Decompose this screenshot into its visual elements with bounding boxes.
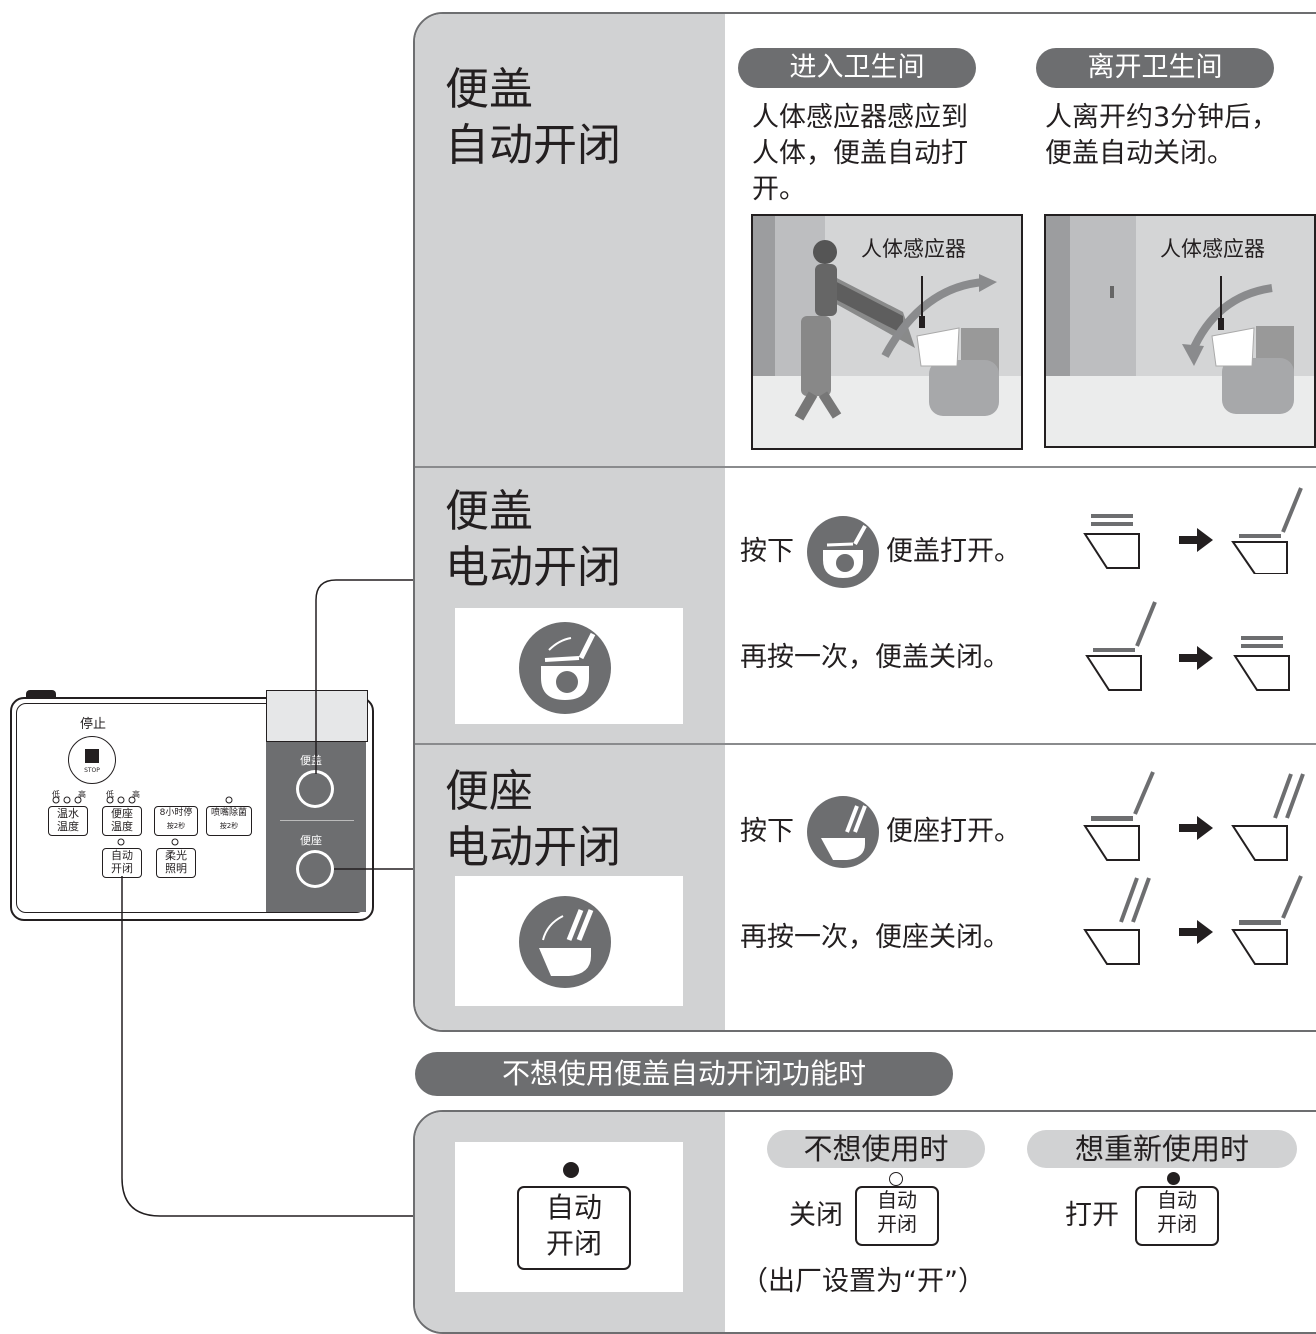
water-temp-label-1: 温水 — [57, 807, 79, 820]
on-label: 打开 — [1065, 1200, 1119, 1231]
seat-temp-label-2: 温度 — [111, 820, 133, 833]
timer-label-2: 按2秒 — [166, 822, 186, 830]
empty-room-illustration — [1046, 216, 1314, 446]
auto-key-label-1: 自动 — [111, 849, 133, 862]
enter-text-2: 人体，便盖自动打 — [752, 138, 968, 169]
nozzle-label-2: 按2秒 — [219, 822, 239, 830]
seat-low-label: 低 — [106, 790, 114, 799]
timer-button[interactable]: 8小时停 按2秒 — [154, 806, 198, 836]
factory-note: （出厂设置为“开”） — [741, 1266, 985, 1297]
enter-text-1: 人体感应器感应到 — [752, 102, 968, 133]
disable-panel: 自动 开闭 不想使用时 想重新使用时 关闭 自动 开闭 打开 自动 开闭 （出厂… — [413, 1110, 1316, 1334]
stop-label: 停止 — [80, 717, 107, 732]
leave-text-2: 便盖自动关闭。 — [1045, 138, 1234, 169]
nozzle-clean-button[interactable]: 喷嘴除菌 按2秒 — [206, 806, 252, 836]
seat-title-line1: 便座 — [445, 766, 533, 817]
seat-temp-button[interactable]: 便座 温度 — [102, 806, 142, 836]
auto-title-line1: 便盖 — [445, 64, 533, 115]
switch-off-example: 自动 开闭 — [855, 1186, 939, 1246]
water-high-label: 高 — [78, 790, 86, 799]
water-temp-button[interactable]: 温水 温度 — [48, 806, 88, 836]
remote-panel-divider — [280, 820, 354, 821]
on-pill: 想重新使用时 — [1027, 1130, 1297, 1168]
sensor-label-enter: 人体感应器 — [861, 237, 966, 261]
switch-off-label-1: 自动 — [877, 1188, 917, 1212]
sensor-label-leave: 人体感应器 — [1160, 237, 1265, 261]
seat-temp-label-1: 便座 — [111, 807, 133, 820]
switch-label-1: 自动 — [545, 1191, 602, 1224]
light-label-1: 柔光 — [165, 849, 187, 862]
indicator-on-dot — [563, 1162, 579, 1178]
stop-sub-label: STOP — [84, 767, 100, 774]
nozzle-label-1: 喷嘴除菌 — [210, 808, 247, 818]
lid-button-inline — [807, 516, 879, 588]
seat-button[interactable] — [519, 896, 611, 988]
switch-on-example: 自动 开闭 — [1135, 1186, 1219, 1246]
seat-button-inline — [807, 796, 879, 868]
auto-open-close-switch[interactable]: 自动 开闭 — [517, 1186, 631, 1270]
night-light-button[interactable]: 柔光 照明 — [156, 848, 196, 878]
seat-button-box — [455, 876, 683, 1006]
lid-title-line1: 便盖 — [445, 486, 533, 537]
seat-icon — [299, 853, 331, 885]
lid-open-text: 便盖打开。 — [886, 536, 1021, 567]
lid-title-line2: 电动开闭 — [445, 542, 621, 593]
off-pill: 不想使用时 — [767, 1130, 985, 1168]
auto-title-line2: 自动开闭 — [445, 120, 621, 171]
lid-button[interactable] — [519, 622, 611, 714]
auto-key-label-2: 开闭 — [111, 862, 133, 875]
stop-button[interactable]: STOP — [68, 736, 116, 784]
remote-seat-button[interactable] — [296, 850, 334, 888]
disable-auto-pill: 不想使用便盖自动开闭功能时 — [415, 1052, 953, 1096]
enter-restroom-pill: 进入卫生间 — [738, 48, 976, 88]
switch-on-label-2: 开闭 — [1157, 1212, 1197, 1236]
remote-top-knob — [26, 690, 56, 698]
seat-close-diagram — [1083, 875, 1303, 965]
seat-again-text: 再按一次，便座关闭。 — [740, 922, 1010, 953]
leave-text-1: 人离开约3分钟后， — [1045, 102, 1279, 133]
lid-again-text: 再按一次，便盖关闭。 — [740, 642, 1010, 673]
lid-icon — [299, 773, 331, 805]
timer-label-1: 8小时停 — [159, 808, 193, 818]
seat-open-text: 便座打开。 — [886, 816, 1021, 847]
leave-illustration: 人体感应器 — [1044, 214, 1316, 448]
off-label: 关闭 — [789, 1200, 843, 1231]
switch-off-label-2: 开闭 — [877, 1212, 917, 1236]
seat-icon — [539, 909, 594, 976]
divider — [415, 466, 1316, 468]
remote-seat-label: 便座 — [300, 834, 322, 847]
divider — [415, 743, 1316, 745]
feature-panel: 便盖 自动开闭 进入卫生间 离开卫生间 人体感应器感应到 人体，便盖自动打 开。… — [413, 12, 1316, 1032]
switch-label-2: 开闭 — [545, 1227, 602, 1260]
enter-illustration: 人体感应器 — [751, 214, 1023, 450]
stop-icon — [85, 749, 99, 763]
water-temp-label-2: 温度 — [57, 820, 79, 833]
lid-open-diagram — [1083, 487, 1303, 574]
lid-close-diagram — [1085, 601, 1290, 691]
enter-text-3: 开。 — [752, 174, 806, 205]
lid-press-text: 按下 — [740, 536, 794, 567]
auto-switch-box: 自动 开闭 — [455, 1142, 683, 1292]
indicator-on-dot-small — [1167, 1172, 1180, 1185]
light-label-2: 照明 — [165, 862, 187, 875]
lid-icon — [541, 632, 596, 700]
remote-indicators — [52, 796, 233, 846]
seat-open-diagram — [1083, 771, 1305, 861]
remote-lid-button[interactable] — [296, 770, 334, 808]
panel-left-column — [415, 14, 725, 1030]
seat-icon — [821, 805, 867, 860]
person-entering-illustration — [753, 216, 1021, 448]
lid-icon — [823, 525, 867, 578]
indicator-off-dot — [889, 1172, 903, 1186]
remote-display-window — [266, 690, 368, 742]
seat-title-line2: 电动开闭 — [445, 822, 621, 873]
lid-button-box — [455, 608, 683, 724]
seat-press-text: 按下 — [740, 816, 794, 847]
switch-on-label-1: 自动 — [1157, 1188, 1197, 1212]
seat-high-label: 高 — [132, 790, 140, 799]
water-low-label: 低 — [52, 790, 60, 799]
leave-restroom-pill: 离开卫生间 — [1036, 48, 1274, 88]
